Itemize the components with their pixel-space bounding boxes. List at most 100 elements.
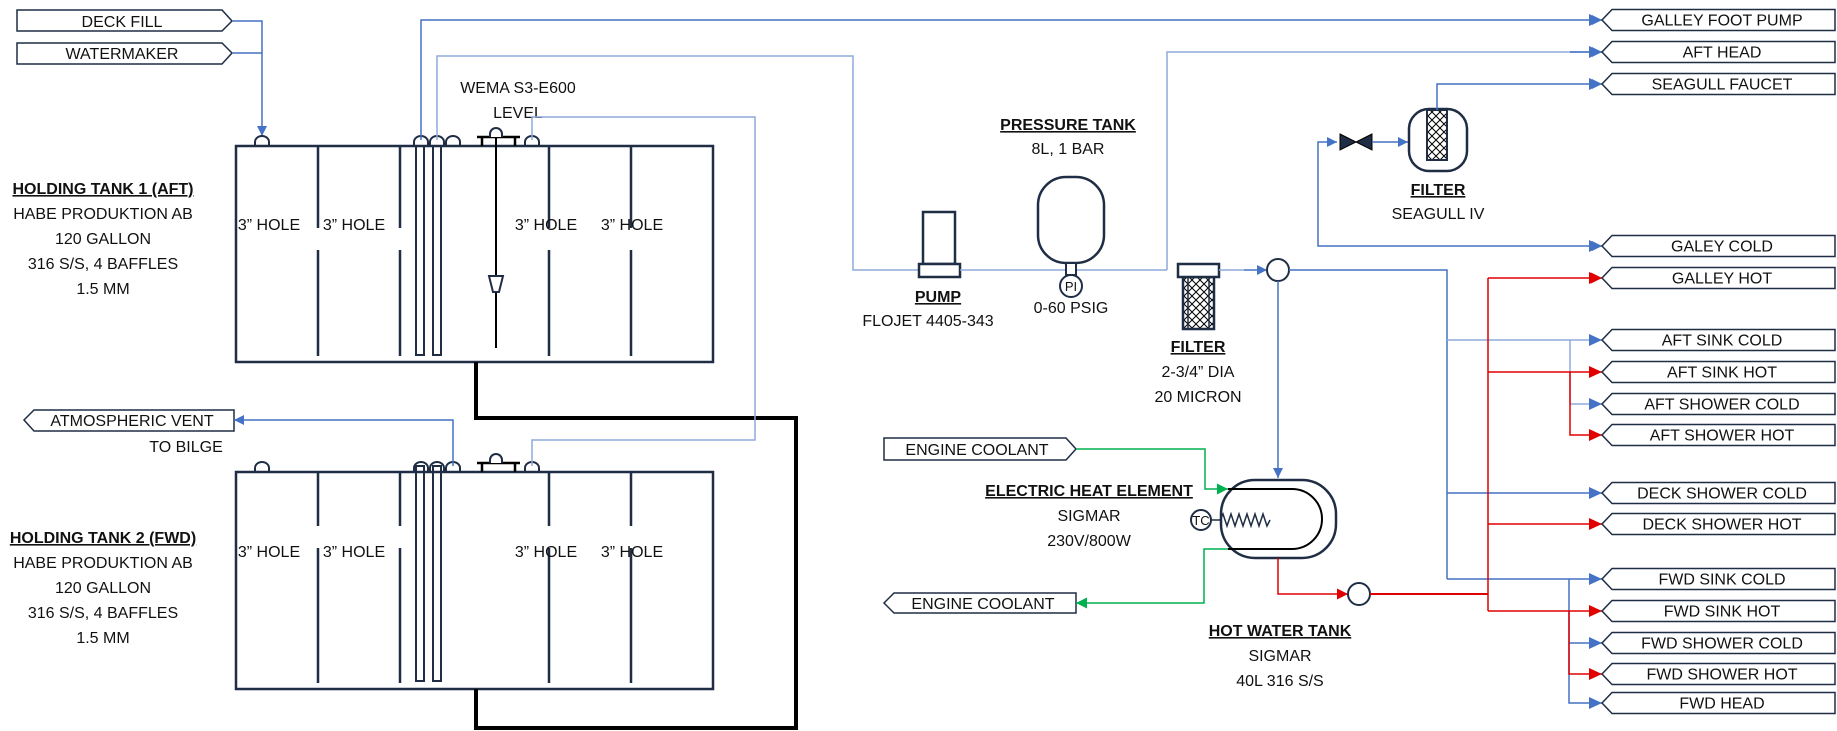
tank2-maker: HABE PRODUKTION AB (13, 555, 193, 572)
coolant-out-label: ENGINE COOLANT (911, 596, 1054, 613)
coolant-out-pipe (1076, 548, 1228, 609)
outlet-tag-shape (1600, 392, 1836, 416)
outlet-label: FWD HEAD (1679, 696, 1764, 713)
outlet-tag-fwd-shower-hot: FWD SHOWER HOT (1589, 662, 1836, 686)
hot-water-tank-spec: 40L 316 S/S (1236, 673, 1323, 690)
pressure-gauge-range: 0-60 PSIG (1034, 300, 1109, 317)
outlet-tag-aft-shower-cold: AFT SHOWER COLD (1589, 392, 1836, 416)
outlet-tag-aft-sink-cold: AFT SINK COLD (1589, 328, 1836, 352)
tank1-hole-2: 3” HOLE (323, 217, 385, 234)
tank2-thickness: 1.5 MM (76, 630, 129, 647)
tank2-hole-1: 3” HOLE (238, 544, 300, 561)
coolant-out-tag: ENGINE COOLANT (882, 592, 1077, 614)
outlet-tag-shape (1600, 512, 1836, 536)
hot-arrow-icon (1589, 366, 1602, 378)
main-filter-rating: 20 MICRON (1154, 389, 1241, 406)
deck-fill-tag: DECK FILL (16, 9, 234, 32)
seagull-filter (1407, 107, 1469, 173)
coolant-in-pipe (1076, 448, 1228, 495)
outlet-label: GALLEY FOOT PUMP (1641, 13, 1802, 30)
main-filter (1176, 262, 1221, 331)
hot-arrow-icon (1589, 605, 1602, 617)
heating-coil (1211, 511, 1271, 529)
outlet-tag-shape (1600, 691, 1836, 715)
outlet-tag-shape (1600, 481, 1836, 505)
outlet-tag-shape (1600, 40, 1836, 64)
cold-arrow-icon (1589, 487, 1602, 499)
hot-arrow-icon (1589, 272, 1602, 284)
outlet-tag-shape (1600, 662, 1836, 686)
outlet-tag-fwd-sink-hot: FWD SINK HOT (1589, 599, 1836, 623)
outlet-tag-deck-shower-cold: DECK SHOWER COLD (1589, 481, 1836, 505)
tank2-hole-3: 3” HOLE (515, 544, 577, 561)
hot-outlet-pipe (1277, 558, 1348, 600)
outlet-tag-shape (1600, 599, 1836, 623)
level-sensor-model: WEMA S3-E600 (460, 80, 576, 97)
hot-arrow-icon (1589, 518, 1602, 530)
seagull-filter-model: SEAGULL IV (1392, 206, 1485, 223)
watermaker-label: WATERMAKER (66, 46, 179, 63)
pressure-gauge-symbol: PI (1065, 279, 1077, 294)
main-filter-title: FILTER (1171, 339, 1226, 356)
cold-arrow-icon (1589, 14, 1602, 26)
outlet-tag-aft-head: AFT HEAD (1589, 40, 1836, 64)
seagull-filter-title: FILTER (1411, 182, 1466, 199)
vent-note: TO BILGE (149, 439, 223, 456)
cold-arrow-icon (1589, 573, 1602, 585)
cold-arrow-icon (1589, 240, 1602, 252)
outlet-label: AFT HEAD (1683, 45, 1762, 62)
tank1-capacity: 120 GALLON (55, 231, 151, 248)
tank2-hole-2: 3” HOLE (323, 544, 385, 561)
outlet-tag-shape (1600, 266, 1836, 290)
thermostat-symbol: TC (1192, 513, 1209, 528)
heat-element-maker: SIGMAR (1057, 508, 1120, 525)
tank2-capacity: 120 GALLON (55, 580, 151, 597)
tank-crossover-pipe (474, 362, 798, 730)
shutoff-valve (1339, 133, 1373, 151)
pump (917, 210, 962, 279)
tank1-hole-3: 3” HOLE (515, 217, 577, 234)
coolant-in-label: ENGINE COOLANT (905, 442, 1048, 459)
pump-title: PUMP (915, 289, 962, 306)
outlet-label: DECK SHOWER HOT (1642, 517, 1801, 534)
cold-arrow-icon (1589, 334, 1602, 346)
outlet-tag-fwd-head: FWD HEAD (1589, 691, 1836, 715)
heat-element-title: ELECTRIC HEAT ELEMENT (985, 483, 1193, 500)
outlet-tag-galley-foot-pump: GALLEY FOOT PUMP (1589, 8, 1836, 32)
hot-water-tank: TC (1190, 478, 1338, 560)
outlet-tag-fwd-sink-cold: FWD SINK COLD (1589, 567, 1836, 591)
level-sensor-label: LEVEL (493, 105, 543, 122)
outlet-tag-shape (1600, 328, 1836, 352)
heat-element-rating: 230V/800W (1047, 533, 1132, 550)
level-sensor-line (531, 116, 756, 466)
fill-pipe (232, 20, 267, 136)
pressure-tank-spec: 8L, 1 BAR (1032, 141, 1105, 158)
holding-tank-1: 3” HOLE 3” HOLE 3” HOLE 3” HOLE (234, 127, 715, 364)
tank1-maker: HABE PRODUKTION AB (13, 206, 193, 223)
coolant-in-tag: ENGINE COOLANT (883, 437, 1078, 461)
hot-tee (1347, 582, 1371, 606)
pressure-tank: PI (1036, 175, 1106, 298)
tank2-caption: HOLDING TANK 2 (FWD) HABE PRODUKTION AB … (10, 530, 196, 647)
outlet-tag-galley-hot: GALLEY HOT (1589, 266, 1836, 290)
cold-arrow-icon (1589, 78, 1602, 90)
tank1-material: 316 S/S, 4 BAFFLES (28, 256, 178, 273)
tank1-hole-1: 3” HOLE (238, 217, 300, 234)
outlet-tag-deck-shower-hot: DECK SHOWER HOT (1589, 512, 1836, 536)
outlet-label: AFT SHOWER COLD (1644, 397, 1799, 414)
hot-water-tank-maker: SIGMAR (1248, 648, 1311, 665)
outlet-tag-aft-shower-hot: AFT SHOWER HOT (1589, 423, 1836, 447)
outlet-label: GALLEY HOT (1672, 271, 1772, 288)
cold-arrow-icon (1589, 46, 1602, 58)
outlet-label: AFT SINK COLD (1662, 333, 1783, 350)
outlet-tag-shape (1600, 631, 1836, 655)
deck-fill-label: DECK FILL (82, 14, 163, 31)
outlet-label: AFT SHOWER HOT (1650, 428, 1795, 445)
hot-water-tank-title: HOT WATER TANK (1209, 623, 1352, 640)
outlet-tag-aft-sink-hot: AFT SINK HOT (1589, 360, 1836, 384)
outlet-label: FWD SHOWER COLD (1641, 636, 1803, 653)
holding-tank-2: 3” HOLE 3” HOLE 3” HOLE 3” HOLE (234, 453, 715, 691)
cold-arrow-icon (1589, 697, 1602, 709)
outlet-tag-galey-cold: GALEY COLD (1589, 234, 1836, 258)
